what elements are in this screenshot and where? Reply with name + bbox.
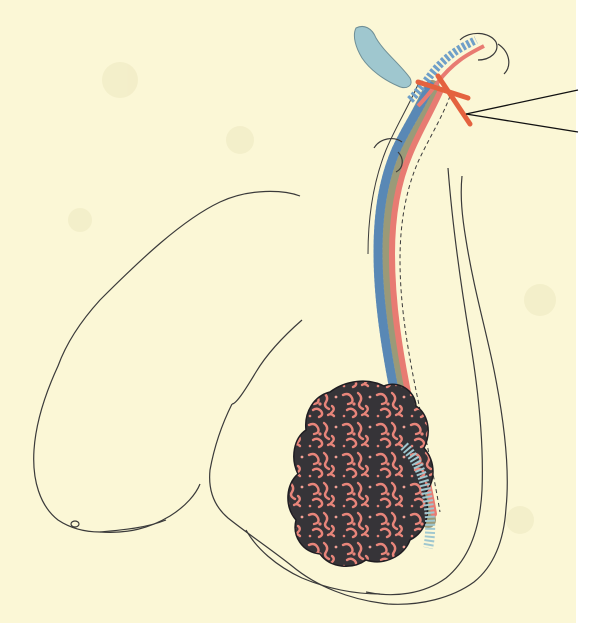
testis-lobules [288, 381, 433, 566]
testis [288, 381, 433, 566]
label-margin [576, 0, 591, 623]
